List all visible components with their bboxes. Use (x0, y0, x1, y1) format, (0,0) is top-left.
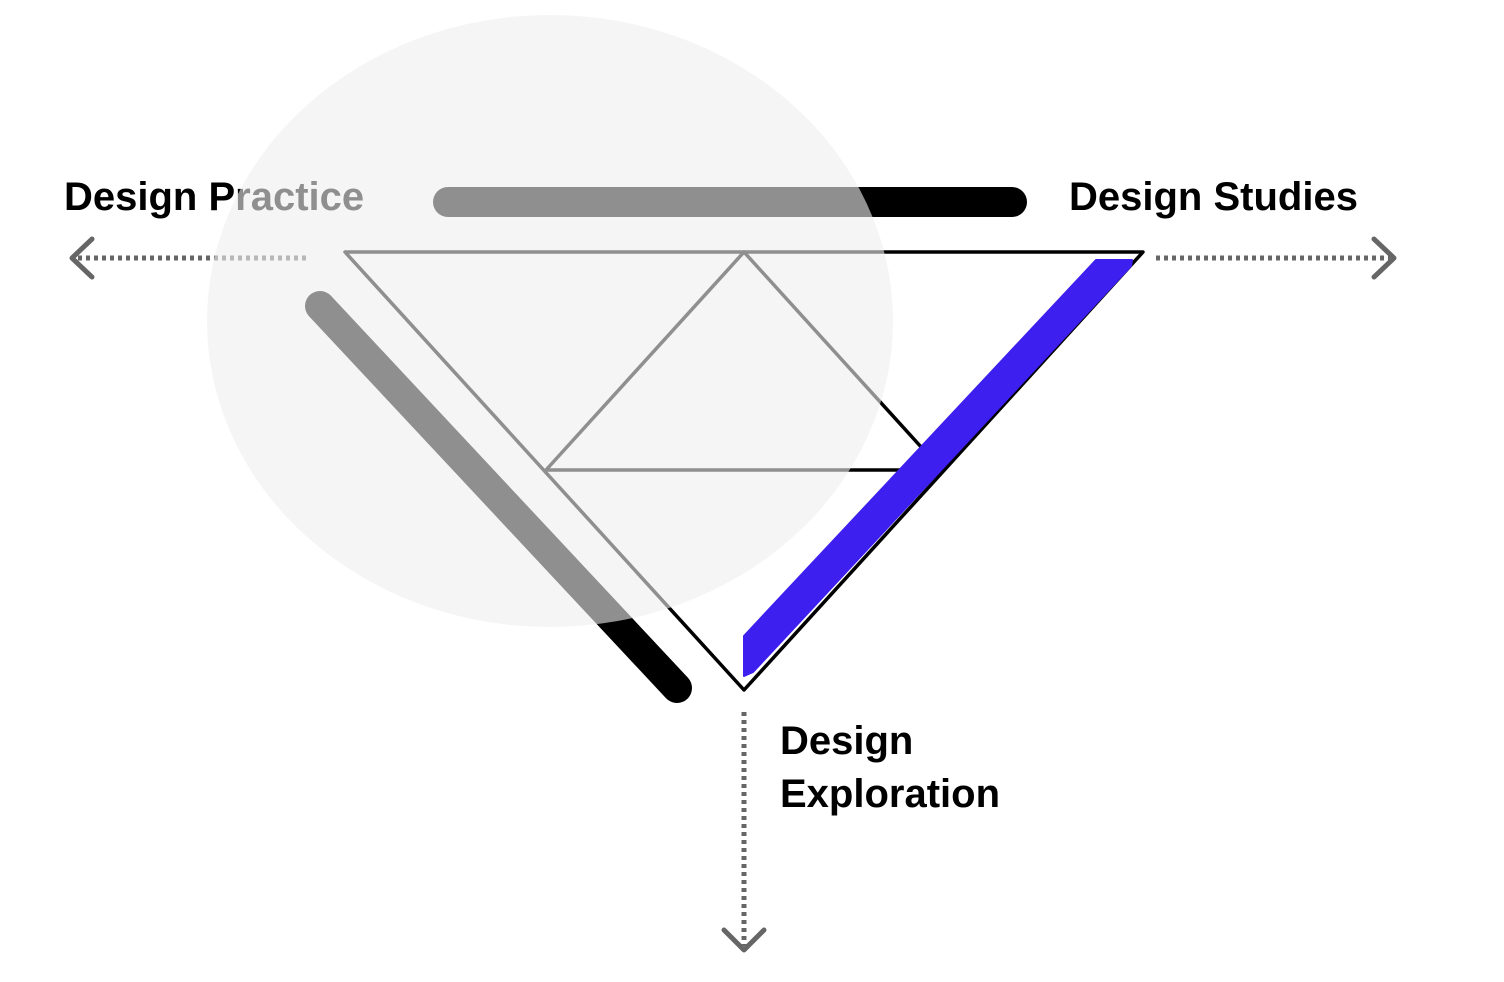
arrow-left-icon (69, 236, 306, 280)
label-design-practice: Design Practice (64, 175, 365, 219)
arrow-down-icon (721, 712, 767, 953)
right-diagonal-accent-band (743, 259, 1133, 677)
label-design-studies: Design Studies (1069, 175, 1358, 219)
label-design-exploration-line-2: Exploration (780, 772, 1001, 816)
inner-triangle (544, 250, 944, 472)
arrow-right-icon (1156, 236, 1397, 280)
label-design-exploration-line-1: Design (780, 719, 914, 763)
left-diagonal-bar (305, 291, 692, 703)
